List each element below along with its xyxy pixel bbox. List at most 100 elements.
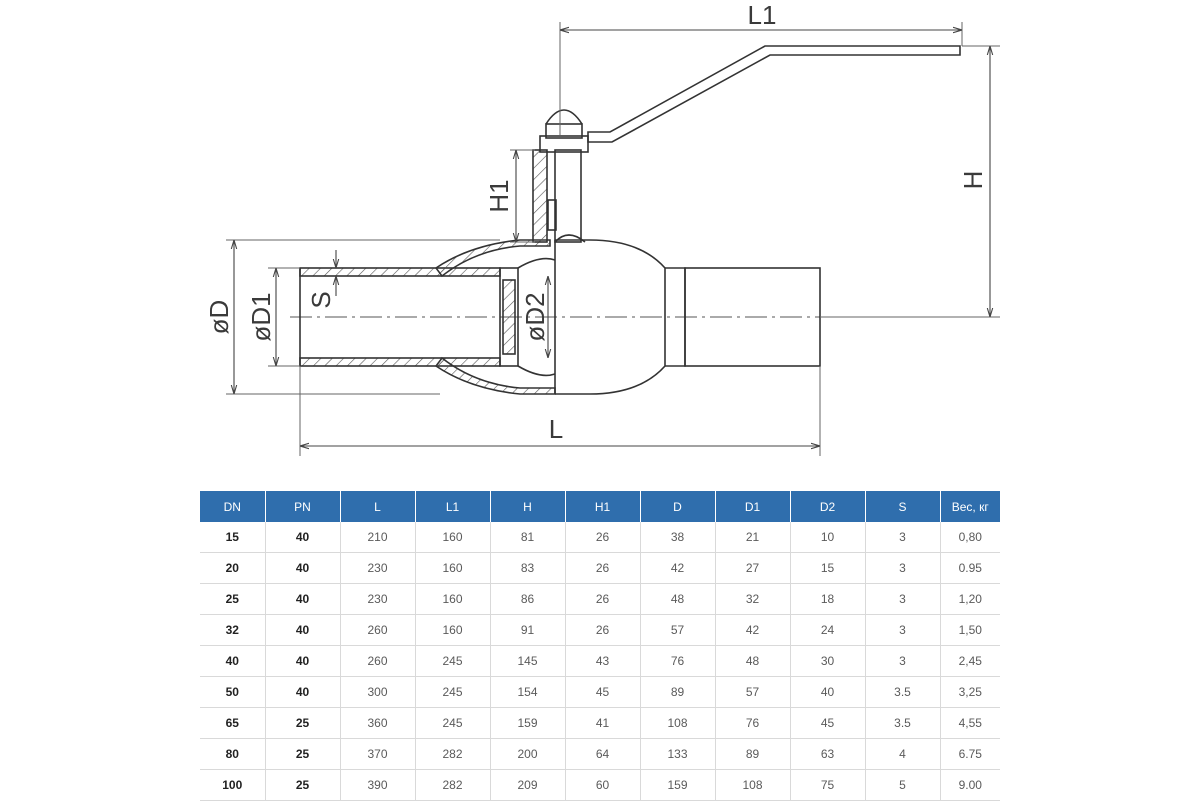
table-cell: 48 bbox=[715, 645, 791, 677]
table-cell: 230 bbox=[340, 552, 416, 584]
table-cell: 2,45 bbox=[940, 645, 1000, 677]
table-cell: 159 bbox=[490, 707, 566, 739]
label-l1: L1 bbox=[748, 0, 777, 30]
table-cell: 89 bbox=[715, 738, 791, 770]
dimension-lines bbox=[234, 30, 990, 446]
table-cell: 26 bbox=[565, 552, 641, 584]
table-cell: 300 bbox=[340, 676, 416, 708]
table-cell: 40 bbox=[265, 645, 341, 677]
table-cell: 245 bbox=[415, 676, 491, 708]
table-cell: 108 bbox=[640, 707, 716, 739]
label-h1: H1 bbox=[484, 179, 514, 212]
stem-assembly bbox=[532, 109, 589, 243]
table-cell: 160 bbox=[415, 583, 491, 615]
table-cell: 40 bbox=[265, 552, 341, 584]
table-cell: 25 bbox=[200, 583, 266, 615]
table-cell: 133 bbox=[640, 738, 716, 770]
table-cell: 160 bbox=[415, 614, 491, 646]
table-cell: 75 bbox=[790, 769, 866, 801]
table-cell: 81 bbox=[490, 522, 566, 553]
table-cell: 282 bbox=[415, 769, 491, 801]
header-d2: D2 bbox=[790, 491, 866, 522]
table-cell: 50 bbox=[200, 676, 266, 708]
table-cell: 83 bbox=[490, 552, 566, 584]
table-cell: 41 bbox=[565, 707, 641, 739]
table-cell: 30 bbox=[790, 645, 866, 677]
table-cell: 40 bbox=[265, 583, 341, 615]
table-cell: 25 bbox=[265, 738, 341, 770]
table-cell: 57 bbox=[640, 614, 716, 646]
table-cell: 40 bbox=[265, 614, 341, 646]
table-cell: 210 bbox=[340, 522, 416, 553]
table-cell: 3 bbox=[865, 614, 941, 646]
table-cell: 3.5 bbox=[865, 707, 941, 739]
table-cell: 15 bbox=[200, 522, 266, 553]
table-cell: 40 bbox=[265, 522, 341, 553]
label-l: L bbox=[549, 414, 563, 444]
table-cell: 40 bbox=[265, 676, 341, 708]
table-cell: 9.00 bbox=[940, 769, 1000, 801]
table-cell: 3,25 bbox=[940, 676, 1000, 708]
table-cell: 160 bbox=[415, 552, 491, 584]
table-cell: 230 bbox=[340, 583, 416, 615]
table-cell: 1,20 bbox=[940, 583, 1000, 615]
table-cell: 160 bbox=[415, 522, 491, 553]
table-cell: 89 bbox=[640, 676, 716, 708]
table-cell: 27 bbox=[715, 552, 791, 584]
handle-lever bbox=[587, 45, 961, 143]
table-header-row: DN PN L L1 H H1 D D1 D2 S Вес, кг bbox=[200, 491, 1000, 522]
table-cell: 26 bbox=[565, 583, 641, 615]
seat-section bbox=[499, 257, 556, 377]
table-cell: 145 bbox=[490, 645, 566, 677]
table-cell: 209 bbox=[490, 769, 566, 801]
table-cell: 25 bbox=[265, 769, 341, 801]
table-cell: 76 bbox=[715, 707, 791, 739]
table-cell: 245 bbox=[415, 707, 491, 739]
table-cell: 80 bbox=[200, 738, 266, 770]
table-cell: 18 bbox=[790, 583, 866, 615]
table-cell: 5 bbox=[865, 769, 941, 801]
table-cell: 42 bbox=[715, 614, 791, 646]
valve-drawing: L1 H H1 øD øD1 øD2 S L bbox=[204, 0, 1000, 456]
table-cell: 282 bbox=[415, 738, 491, 770]
header-s: S bbox=[865, 491, 941, 522]
label-d1: øD1 bbox=[246, 292, 276, 341]
table-cell: 260 bbox=[340, 614, 416, 646]
table-cell: 38 bbox=[640, 522, 716, 553]
table-cell: 3.5 bbox=[865, 676, 941, 708]
table-cell: 43 bbox=[565, 645, 641, 677]
table-cell: 45 bbox=[790, 707, 866, 739]
table-cell: 91 bbox=[490, 614, 566, 646]
table-cell: 3 bbox=[865, 583, 941, 615]
header-h: H bbox=[490, 491, 566, 522]
header-l1: L1 bbox=[415, 491, 491, 522]
header-pn: PN bbox=[265, 491, 341, 522]
table-cell: 32 bbox=[200, 614, 266, 646]
table-cell: 57 bbox=[715, 676, 791, 708]
table-cell: 108 bbox=[715, 769, 791, 801]
table-cell: 21 bbox=[715, 522, 791, 553]
header-d1: D1 bbox=[715, 491, 791, 522]
table-cell: 20 bbox=[200, 552, 266, 584]
table-cell: 159 bbox=[640, 769, 716, 801]
table-cell: 4,55 bbox=[940, 707, 1000, 739]
table-cell: 86 bbox=[490, 583, 566, 615]
header-d: D bbox=[640, 491, 716, 522]
header-dn: DN bbox=[200, 491, 266, 522]
table-cell: 390 bbox=[340, 769, 416, 801]
table-cell: 32 bbox=[715, 583, 791, 615]
label-d: øD bbox=[204, 300, 234, 335]
table-cell: 1,50 bbox=[940, 614, 1000, 646]
table-cell: 360 bbox=[340, 707, 416, 739]
label-d2: øD2 bbox=[520, 292, 550, 341]
table-cell: 40 bbox=[790, 676, 866, 708]
header-h1: H1 bbox=[565, 491, 641, 522]
table-cell: 154 bbox=[490, 676, 566, 708]
